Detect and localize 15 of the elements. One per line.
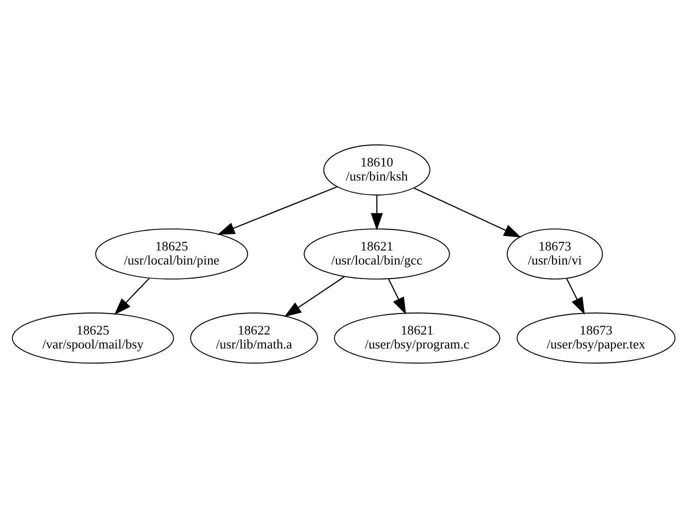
arrow (217, 186, 338, 235)
node-ellipse: 18625 /var/spool/mail/bsy (12, 312, 174, 364)
node-ellipse: 18621 /user/bsy/program.c (334, 312, 500, 364)
arrow (566, 278, 585, 315)
arrow (114, 278, 150, 315)
node-ellipse: 18610 /usr/bin/ksh (323, 144, 430, 196)
arrow (414, 188, 522, 238)
node-ellipse: 18621 /usr/local/bin/gcc (304, 228, 450, 280)
node-ellipse: 18673 /user/bsy/paper.tex (516, 312, 676, 364)
arrow (388, 278, 406, 315)
arrow (370, 196, 383, 230)
node-ellipse: 18625 /usr/local/bin/pine (95, 228, 248, 280)
node-ellipse: 18673 /usr/bin/vi (506, 228, 603, 280)
arrow (284, 276, 345, 318)
node-ellipse: 18622 /usr/lib/math.a (190, 312, 318, 364)
